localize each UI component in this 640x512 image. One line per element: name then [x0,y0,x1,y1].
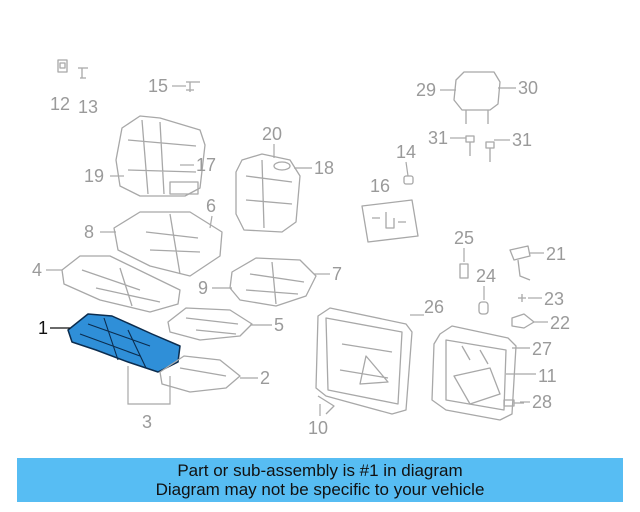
callout-12: 12 [50,94,70,114]
callout-17: 17 [196,155,216,175]
callout-1: 1 [38,318,48,338]
callout-29: 29 [416,80,436,100]
part-8-cushion [113,211,223,277]
part-23-screw [518,294,526,302]
callout-18: 18 [314,158,334,178]
callout-21: 21 [546,244,566,264]
part-24-clip [478,301,489,315]
part-22-bezel [511,313,535,329]
callout-27: 27 [532,339,552,359]
part-21-cable [509,245,531,281]
callout-6: 6 [206,196,216,216]
callout-7: 7 [332,264,342,284]
part-26-backframe [315,307,413,415]
callout-28: 28 [532,392,552,412]
callout-8: 8 [84,222,94,242]
callout-26: 26 [424,297,444,317]
part-12-clip [57,59,68,73]
callout-30: 30 [518,78,538,98]
banner-line-2: Diagram may not be specific to your vehi… [155,480,485,499]
callout-20: 20 [262,124,282,144]
callout-2: 2 [260,368,270,388]
callout-24: 24 [476,266,496,286]
callout-9: 9 [198,278,208,298]
part-27-backframe [431,325,517,421]
callout-22: 22 [550,313,570,333]
part-25-clip [459,263,469,279]
part-31-guides [465,135,495,162]
callout-31-right: 31 [512,130,532,150]
callout-25: 25 [454,228,474,248]
callout-15: 15 [148,76,168,96]
part-18-seatback [235,153,301,233]
callout-13: 13 [78,97,98,117]
part-2-pad [159,355,241,393]
part-5-pad [167,307,253,341]
callout-31-left: 31 [428,128,448,148]
part-7-cushion [229,257,317,307]
callout-16: 16 [370,176,390,196]
highlight-fill [67,313,181,373]
callout-10: 10 [308,418,328,438]
callout-19: 19 [84,166,104,186]
callout-4: 4 [32,260,42,280]
callout-5: 5 [274,315,284,335]
part-4-frame [61,255,181,313]
banner-line-1: Part or sub-assembly is #1 in diagram [177,461,463,480]
callout-14: 14 [396,142,416,162]
parts-diagram: 12 13 15 19 17 20 18 8 6 4 9 [32,59,570,438]
part-29-headrest [453,71,501,124]
callout-23: 23 [544,289,564,309]
part-19-seatback [115,115,206,197]
part-28-bolt [503,399,524,407]
callout-11: 11 [538,366,557,386]
part-15-pin [186,81,200,92]
part-14-clip [403,175,414,185]
part-13-clip [78,67,88,79]
part-16-kit [361,199,419,243]
part-1-highlighted [67,313,181,373]
info-banner: Part or sub-assembly is #1 in diagram Di… [17,458,623,502]
callout-3: 3 [142,412,152,432]
